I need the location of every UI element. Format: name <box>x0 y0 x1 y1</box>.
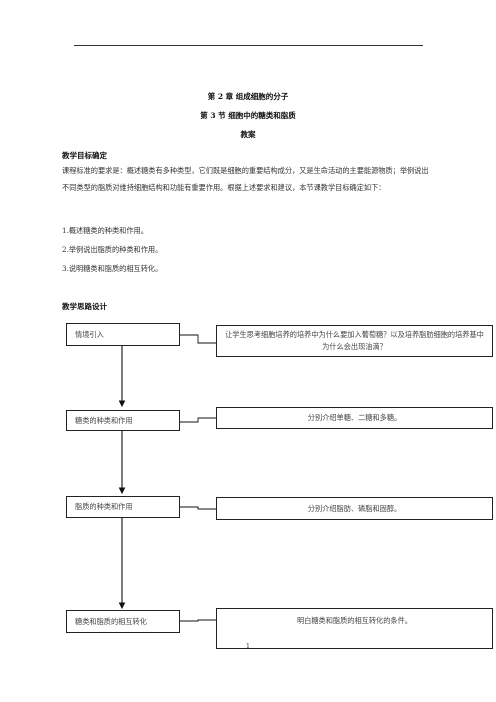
goals-heading: 教学目标确定 <box>62 151 107 160</box>
goals-paragraph: 课程标准的要求是：概述糖类有多种类型，它们既是细胞的重要结构成分，又是生命活动的… <box>62 166 429 192</box>
goal-item-3: 3.说明糖类和脂质的相互转化。 <box>62 264 163 273</box>
flow-step-4-box: 糖类和脂质的相互转化 <box>66 610 180 633</box>
flow-step-2-box: 糖类的种类和作用 <box>66 410 180 431</box>
chapter-title: 第 2 章 组成细胞的分子 <box>207 92 289 101</box>
flow-step-3-detail-box: 分别介绍脂肪、磷脂和固醇。 <box>216 497 493 520</box>
section-title: 第 3 节 细胞中的糖类和脂质 <box>200 111 296 120</box>
flow-step-3-detail: 分别介绍脂肪、磷脂和固醇。 <box>307 503 402 513</box>
flow-step-3-box: 脂质的种类和作用 <box>66 496 180 518</box>
flow-step-1-detail-box: 让学生思考细胞培养的培养中为什么要加入葡萄糖？以及培养脂肪细胞的培养基中为什么会… <box>216 325 493 357</box>
flow-step-2-label: 糖类的种类和作用 <box>75 415 133 425</box>
header-rule <box>74 45 423 46</box>
flow-step-2-detail: 分别介绍单糖、二糖和多糖。 <box>307 413 402 422</box>
connector-step3 <box>180 506 216 510</box>
flow-step-1-detail: 让学生思考细胞培养的培养中为什么要加入葡萄糖？以及培养脂肪细胞的培养基中为什么会… <box>225 330 484 351</box>
goal-item-1: 1.概述糖类的种类和作用。 <box>62 226 148 235</box>
connector-step1 <box>180 334 216 344</box>
connector-step2 <box>180 417 216 423</box>
flow-step-4-detail-box: 明白糖类和脂质的相互转化的条件。 <box>216 608 493 649</box>
flow-step-1-label: 情境引入 <box>75 329 104 339</box>
flow-step-2-detail-box: 分别介绍单糖、二糖和多糖。 <box>216 407 493 429</box>
flow-step-3-label: 脂质的种类和作用 <box>75 502 133 511</box>
connector-step4 <box>180 619 216 622</box>
flow-step-4-label: 糖类和脂质的相互转化 <box>75 616 147 626</box>
flow-step-4-detail: 明白糖类和脂质的相互转化的条件。 <box>296 616 412 625</box>
goal-item-2: 2.举例说出脂质的种类和作用。 <box>62 245 163 254</box>
design-heading: 教学思路设计 <box>62 302 107 311</box>
doc-type-title: 教案 <box>240 130 256 139</box>
flow-step-1-box: 情境引入 <box>66 323 180 346</box>
page-number: 1 <box>245 642 251 650</box>
